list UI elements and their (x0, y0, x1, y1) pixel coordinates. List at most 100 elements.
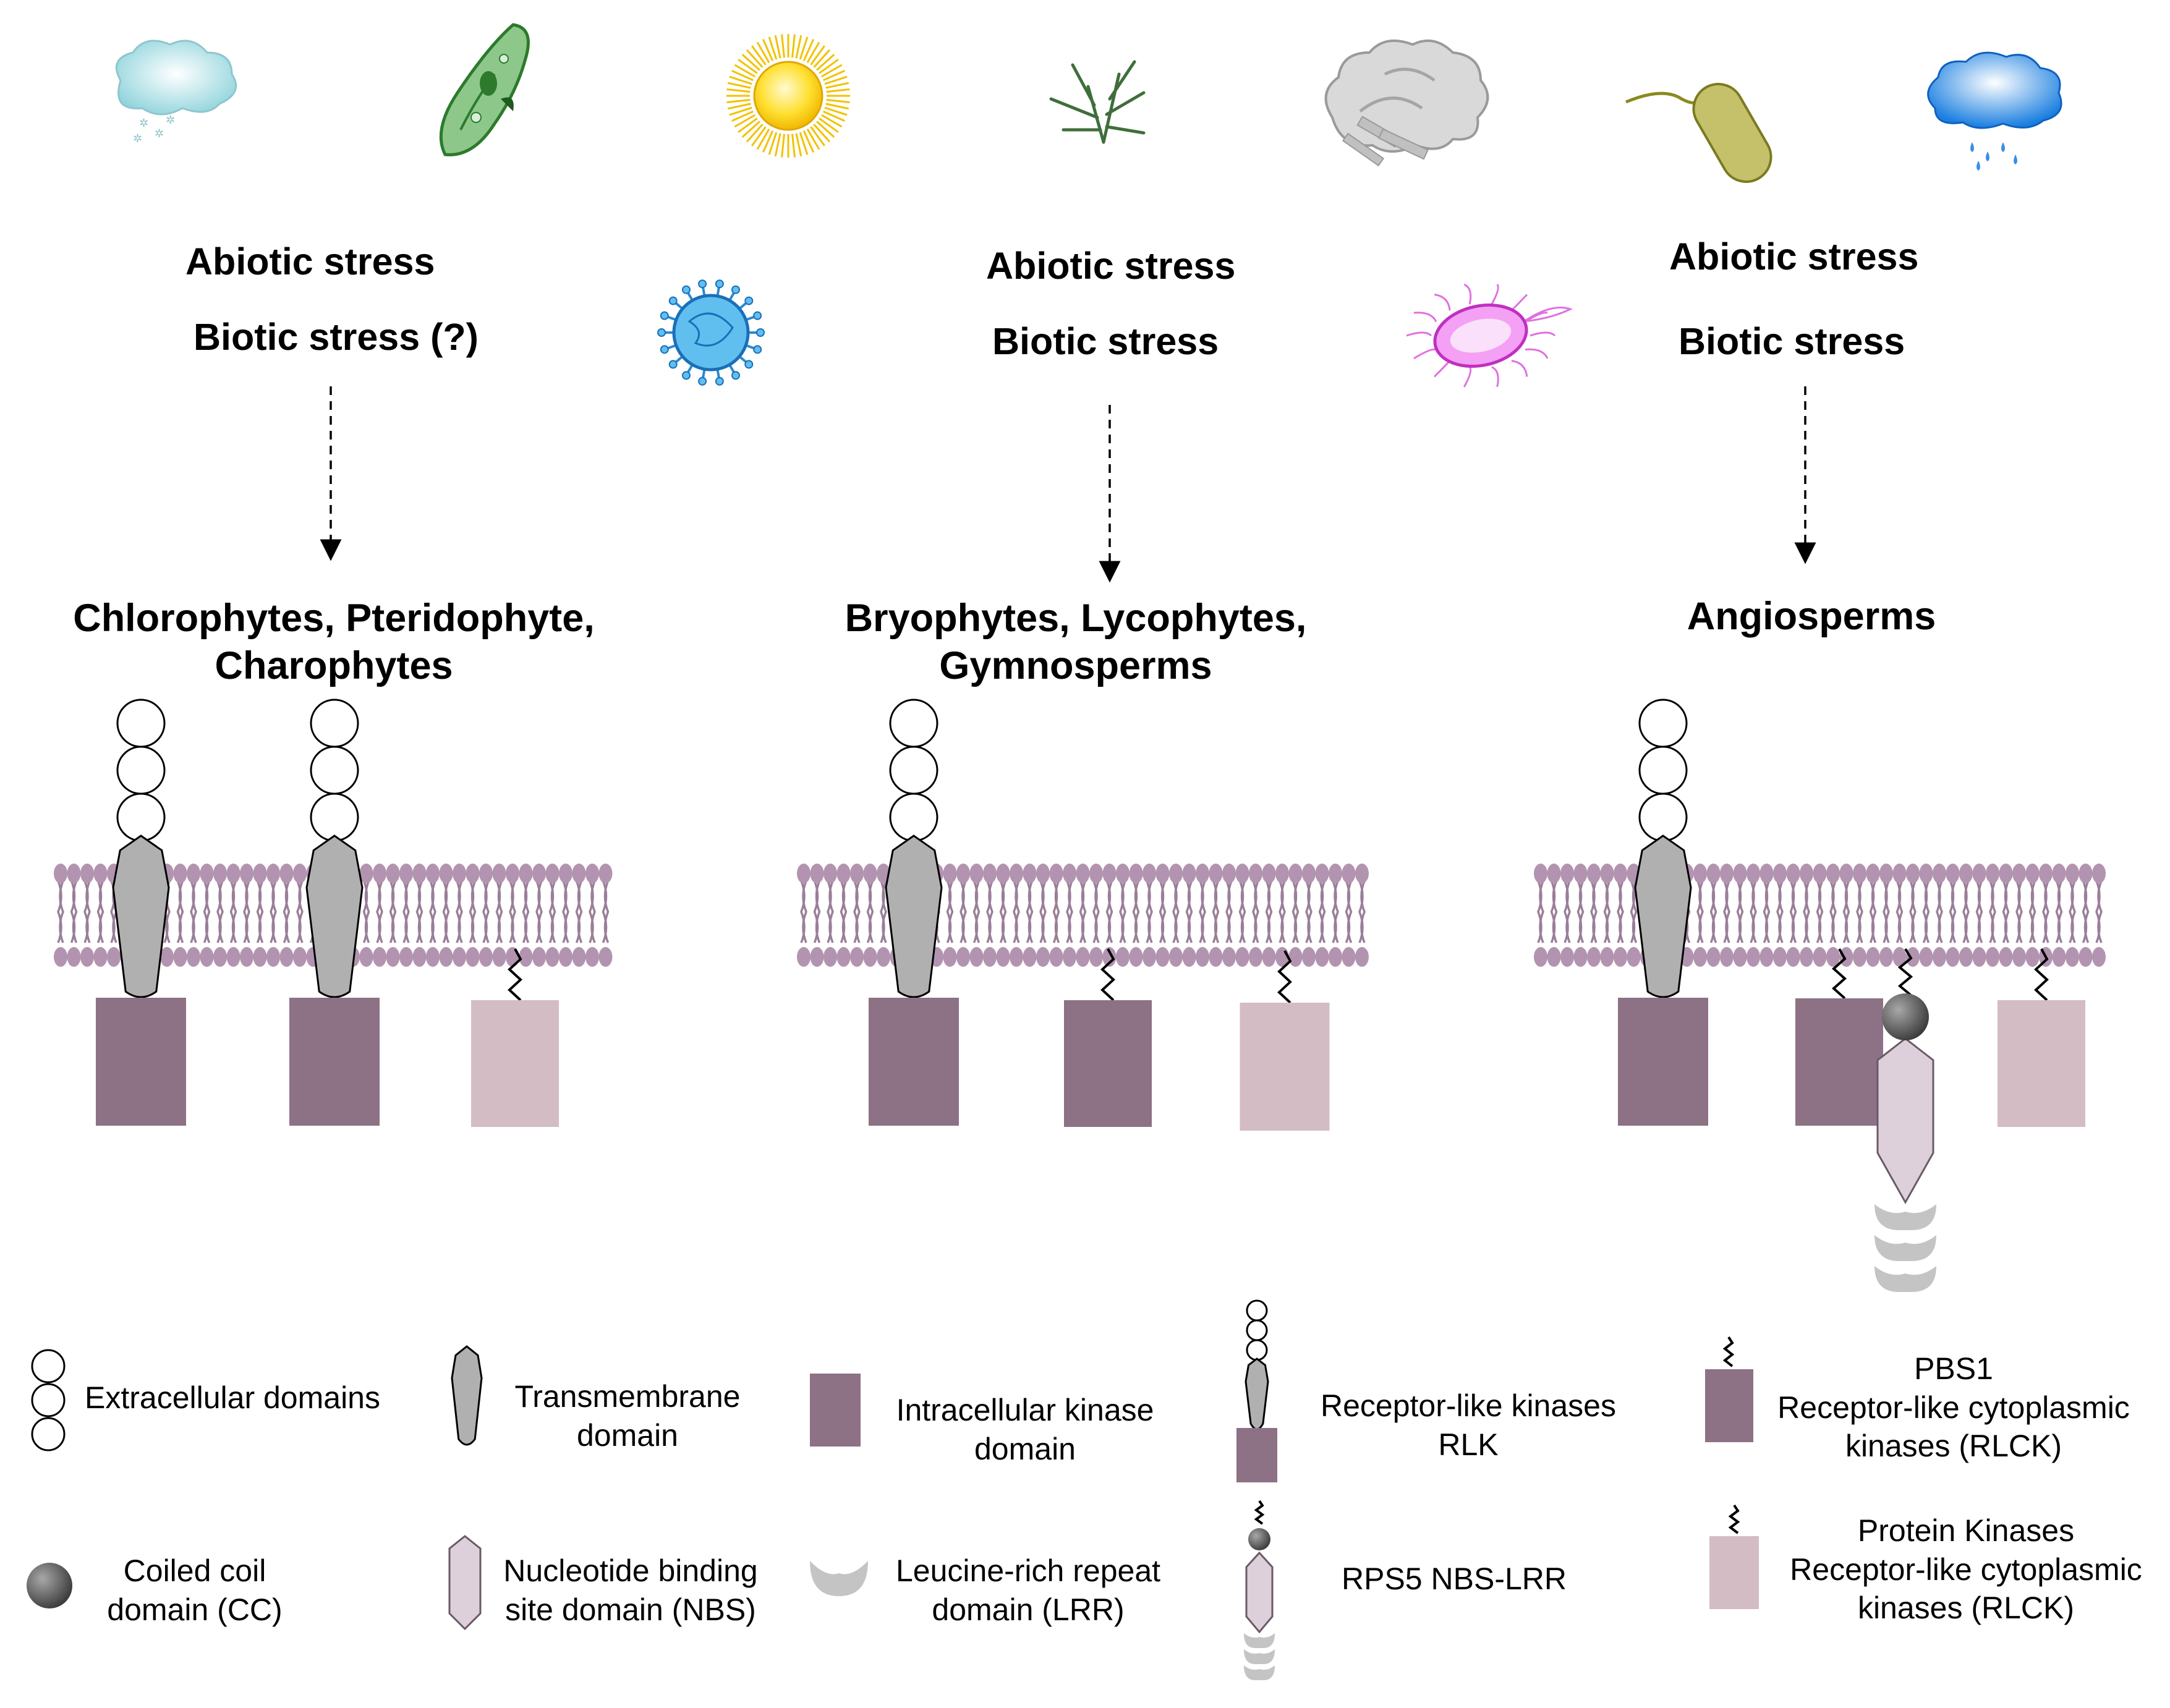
transmembrane-domain (1634, 835, 1692, 998)
legend-rlk-line1: Receptor-like kinases (1321, 1388, 1616, 1423)
legend-pbs1-line2: Receptor-like cytoplasmic (1777, 1390, 2130, 1425)
pbs1-rlck (1795, 948, 1883, 1126)
legend-icons (27, 1299, 1759, 1680)
legend-nbs-icon (448, 1535, 482, 1631)
intracellular-kinase-domain (1064, 1000, 1152, 1127)
col1-abiotic-label: Abiotic stress (185, 240, 435, 283)
legend-transmembrane-line2: domain (577, 1417, 678, 1453)
lipid-anchor (1254, 1500, 1265, 1525)
extracellular-domain-circle (116, 699, 166, 748)
leucine-rich-repeat (1874, 1266, 1936, 1292)
col2-biotic-label: Biotic stress (992, 320, 1219, 362)
col1-group-line2: Charophytes (215, 644, 453, 687)
extracellular-domain-circle (889, 792, 938, 842)
legend-pk-kinase (1709, 1536, 1759, 1609)
protein-kinase-rlck (471, 948, 559, 1127)
transmembrane-domain (451, 1345, 483, 1446)
extracellular-domain-circle (889, 699, 938, 748)
legend-extracellular-label: Extracellular domains (85, 1380, 380, 1415)
extracellular-domain-circle (1638, 746, 1688, 795)
legend-pk-line3: kinases (RLCK) (1857, 1591, 2075, 1625)
leucine-rich-repeat (1874, 1204, 1936, 1230)
rain-cloud-icon (1927, 51, 2062, 171)
extracellular-domain-circle (116, 792, 166, 842)
sun-icon (726, 34, 850, 158)
receptor-like-kinase (1618, 699, 1708, 1126)
legend-cc-icon (27, 1563, 72, 1608)
legend-cc-line1: Coiled coil (123, 1553, 266, 1588)
legend-transmembrane-label: Transmembrane domain (491, 1377, 764, 1455)
pbs1-rlck (1064, 948, 1152, 1127)
legend-nbs-line1: Nucleotide binding (503, 1553, 758, 1588)
extracellular-domain-circle (1638, 792, 1688, 842)
col3-group-line1: Angiosperms (1687, 595, 1936, 638)
legend-cc-line2: domain (CC) (107, 1592, 283, 1627)
extracellular-domain-circle (1638, 699, 1688, 748)
intracellular-kinase-domain (1795, 998, 1883, 1126)
panel-proteins (96, 699, 2085, 1292)
extracellular-domain-circle (310, 699, 359, 748)
nucleotide-binding-domain (1876, 1037, 1934, 1205)
legend-extracellular-icon (31, 1349, 66, 1451)
legend-pbs1-line1: PBS1 (1914, 1351, 1993, 1386)
col2-abiotic-label: Abiotic stress (986, 245, 1236, 287)
intracellular-kinase-domain (96, 998, 186, 1126)
lipid-anchor (1831, 948, 1847, 1000)
extracellular-domain-circle (310, 792, 359, 842)
lipid-anchor (508, 948, 522, 1001)
legend-lrr-line1: Leucine-rich repeat (895, 1553, 1161, 1588)
leucine-rich-repeat (1874, 1235, 1936, 1261)
legend-pbs1-line3: kinases (RLCK) (1845, 1429, 2062, 1463)
col1-biotic-label: Biotic stress (?) (194, 316, 479, 358)
membrane-col2 (797, 864, 1369, 967)
protein-kinase-domain (1240, 1003, 1330, 1131)
legend-pk-line1: Protein Kinases (1857, 1513, 2075, 1548)
legend-pk-line2: Receptor-like cytoplasmic (1790, 1552, 2142, 1587)
virus-icon (657, 279, 765, 386)
transmembrane-domain (305, 835, 364, 998)
flagellated-bacterium-icon (1625, 83, 1772, 183)
col2-group-line1: Bryophytes, Lycophytes, (845, 597, 1307, 640)
legend-transmembrane-icon (451, 1345, 483, 1446)
legend-pk-label: Protein Kinases Receptor-like cytoplasmi… (1768, 1511, 2164, 1628)
coiled-coil-domain (1882, 993, 1929, 1040)
plant-seedling-icon (1049, 60, 1146, 144)
transmembrane-domain (112, 835, 170, 998)
legend-pbs1-kinase (1705, 1369, 1753, 1442)
protein-kinase-domain (471, 1000, 559, 1127)
col3-abiotic-label: Abiotic stress (1669, 236, 1919, 278)
paramecium-icon (439, 23, 530, 156)
lipid-anchor (2034, 948, 2049, 1001)
legend-kinase-label: Intracellular kinase domain (877, 1391, 1173, 1468)
protein-kinase-domain (1998, 1000, 2085, 1127)
legend-rlk-line2: RLK (1438, 1427, 1499, 1462)
legend-transmembrane-line1: Transmembrane (514, 1379, 741, 1414)
pink-bacterium-icon (1406, 283, 1573, 388)
legend-rps5-icon (1244, 1500, 1275, 1680)
legend-rps5-label: RPS5 NBS-LRR (1342, 1561, 1567, 1596)
extracellular-domain-circle (310, 746, 359, 795)
intracellular-kinase-domain (289, 998, 380, 1126)
protein-kinase-rlck (1998, 948, 2085, 1127)
legend-pbs1-icon (1705, 1336, 1753, 1442)
svg-text:✲: ✲ (155, 127, 164, 140)
intracellular-kinase-domain (869, 998, 959, 1126)
receptor-like-kinase (869, 699, 959, 1126)
legend-kinase-icon (810, 1374, 861, 1447)
protein-kinase-rlck (1240, 950, 1330, 1131)
rps5-nbs-lrr (1874, 948, 1936, 1292)
legend-pbs1-label: PBS1 Receptor-like cytoplasmic kinases (… (1737, 1349, 2170, 1466)
legend-lrr-icon (810, 1561, 868, 1596)
smog-cloud-icon (1324, 39, 1489, 167)
membrane-col3 (1534, 864, 2106, 967)
legend-rlk-kinase (1236, 1428, 1277, 1482)
transmembrane-domain (885, 835, 943, 998)
transmembrane-domain (1245, 1357, 1269, 1430)
legend-cc-label: Coiled coil domain (CC) (83, 1552, 306, 1629)
legend-nbs-label: Nucleotide binding site domain (NBS) (488, 1552, 773, 1629)
lipid-anchor (1277, 950, 1292, 1004)
cold-snow-cloud-icon: ✲✲✲✲ (115, 40, 237, 145)
intracellular-kinase-domain (1618, 998, 1708, 1126)
